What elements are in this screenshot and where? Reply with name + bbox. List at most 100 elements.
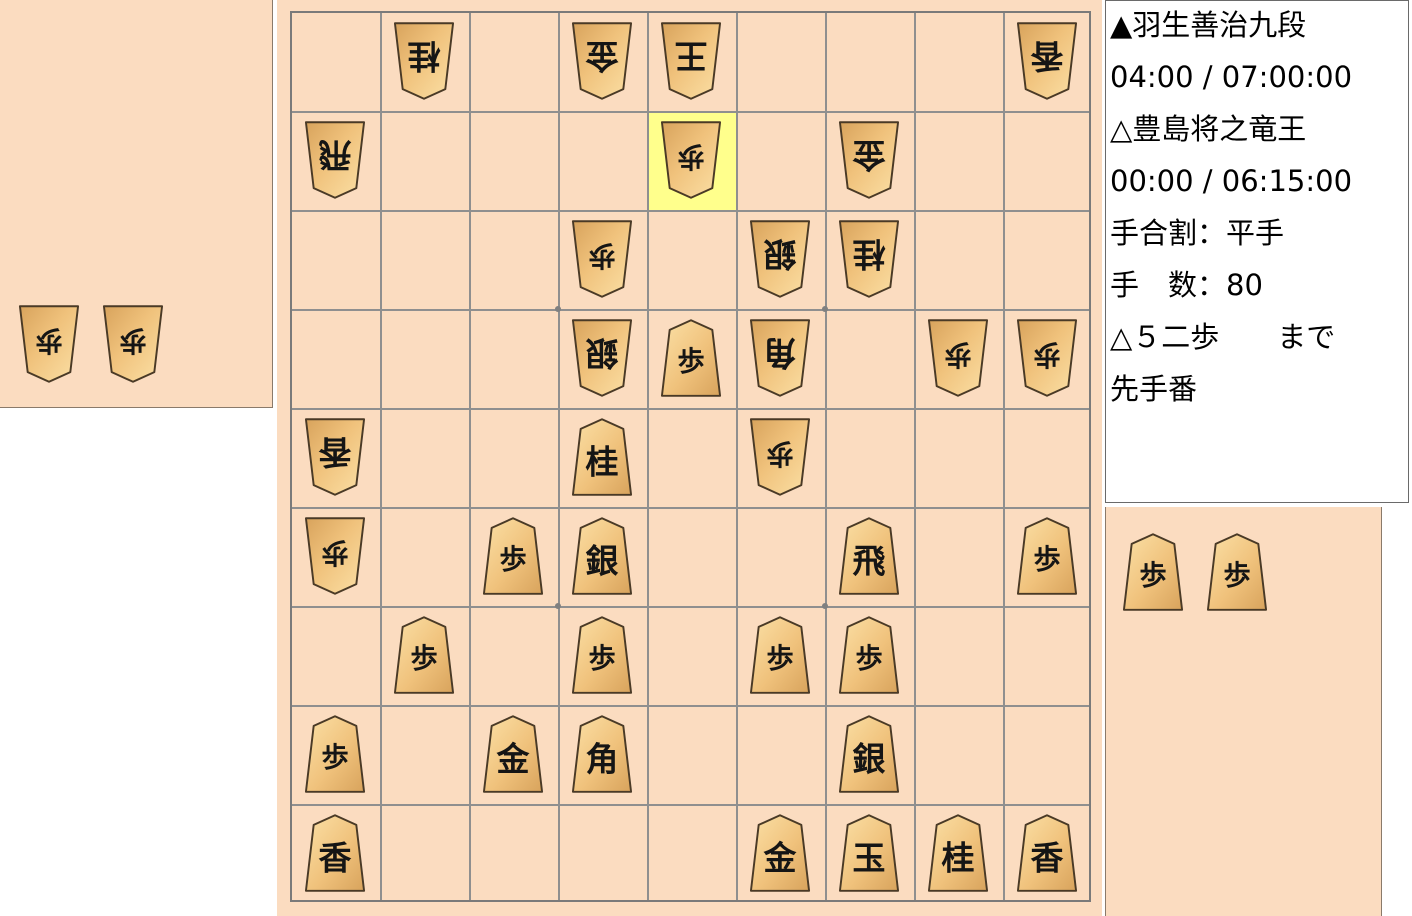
svg-text:歩: 歩 [1033,544,1060,575]
gote-player-name: △豊島将之竜王 [1110,112,1307,146]
svg-text:桂: 桂 [852,234,885,273]
svg-text:歩: 歩 [588,643,615,674]
board-line [292,507,1089,509]
svg-text:金: 金 [495,739,530,778]
board-piece-gote[interactable]: 香 [304,417,366,497]
turn-indicator: 先手番 [1110,372,1198,406]
board-line [469,13,471,900]
svg-text:香: 香 [318,432,351,471]
svg-text:歩: 歩 [1139,561,1166,592]
svg-text:飛: 飛 [318,135,351,174]
board-piece-gote[interactable]: 桂 [393,21,455,101]
board-piece-sente[interactable]: 飛 [838,516,900,596]
svg-text:飛: 飛 [852,541,885,580]
board-piece-sente[interactable]: 桂 [571,417,633,497]
board-line [825,13,827,900]
star-point [555,603,561,609]
svg-text:歩: 歩 [410,643,437,674]
svg-text:歩: 歩 [677,346,704,377]
board-line [647,13,649,900]
svg-text:香: 香 [1030,36,1063,75]
board-piece-gote[interactable]: 歩 [571,219,633,299]
board-line [292,111,1089,113]
sente-player-name: ▲羽生善治九段 [1110,8,1307,42]
svg-text:歩: 歩 [321,536,348,567]
svg-text:角: 角 [585,739,618,778]
board-piece-gote[interactable]: 金 [838,120,900,200]
board-line [292,408,1089,410]
svg-text:銀: 銀 [585,541,618,580]
board-piece-sente[interactable]: 玉 [838,813,900,893]
board-piece-sente[interactable]: 歩 [571,615,633,695]
svg-text:銀: 銀 [585,333,618,372]
board-piece-gote[interactable]: 歩 [660,120,722,200]
board-line [1003,13,1005,900]
gote-hand-piece[interactable]: 歩 [102,304,164,384]
svg-text:歩: 歩 [766,643,793,674]
gote-hand-piece[interactable]: 歩 [18,304,80,384]
board-line [558,13,560,900]
svg-text:歩: 歩 [588,239,615,270]
svg-text:歩: 歩 [677,140,704,171]
svg-text:歩: 歩 [944,338,971,369]
board-line [292,606,1089,608]
sente-hand-piece[interactable]: 歩 [1206,532,1268,612]
board-piece-sente[interactable]: 角 [571,714,633,794]
svg-text:玉: 玉 [852,838,885,877]
svg-text:歩: 歩 [499,544,526,575]
svg-text:歩: 歩 [119,324,146,355]
board-piece-sente[interactable]: 歩 [482,516,544,596]
gote-clock: 00:00 / 06:15:00 [1110,164,1353,198]
board-piece-gote[interactable]: 桂 [838,219,900,299]
board-piece-gote[interactable]: 歩 [927,318,989,398]
handicap-label: 手合割：平手 [1110,216,1285,250]
svg-text:角: 角 [763,333,796,372]
board-piece-sente[interactable]: 歩 [304,714,366,794]
svg-text:金: 金 [584,36,619,75]
svg-text:歩: 歩 [766,437,793,468]
board-piece-sente[interactable]: 桂 [927,813,989,893]
board-line [292,210,1089,212]
board-line [292,705,1089,707]
svg-text:香: 香 [318,838,351,877]
board-piece-sente[interactable]: 歩 [1016,516,1078,596]
game-info-panel: ▲羽生善治九段 04:00 / 07:00:00 △豊島将之竜王 00:00 /… [1105,0,1409,503]
board-piece-gote[interactable]: 角 [749,318,811,398]
board-piece-sente[interactable]: 銀 [571,516,633,596]
board-piece-sente[interactable]: 金 [482,714,544,794]
board-piece-gote[interactable]: 歩 [749,417,811,497]
board-piece-gote[interactable]: 銀 [571,318,633,398]
board-line [292,804,1089,806]
board-piece-gote[interactable]: 歩 [1016,318,1078,398]
svg-text:王: 王 [674,36,707,75]
board-line [380,13,382,900]
board-piece-sente[interactable]: 銀 [838,714,900,794]
sente-hand-piece[interactable]: 歩 [1122,532,1184,612]
svg-text:金: 金 [851,135,886,174]
board-piece-sente[interactable]: 歩 [393,615,455,695]
svg-text:桂: 桂 [585,442,618,481]
svg-text:歩: 歩 [855,643,882,674]
board-piece-sente[interactable]: 金 [749,813,811,893]
svg-text:香: 香 [1030,838,1063,877]
board-piece-sente[interactable]: 香 [1016,813,1078,893]
board-piece-gote[interactable]: 銀 [749,219,811,299]
board-piece-gote[interactable]: 香 [1016,21,1078,101]
star-point [822,603,828,609]
board-piece-sente[interactable]: 歩 [838,615,900,695]
move-count: 手 数：80 [1110,268,1263,302]
svg-text:歩: 歩 [321,742,348,773]
board-line [914,13,916,900]
svg-text:桂: 桂 [941,838,974,877]
board-piece-gote[interactable]: 王 [660,21,722,101]
svg-text:桂: 桂 [407,36,440,75]
board-piece-gote[interactable]: 飛 [304,120,366,200]
board-piece-gote[interactable]: 歩 [304,516,366,596]
board-piece-sente[interactable]: 歩 [749,615,811,695]
svg-text:歩: 歩 [1223,561,1250,592]
svg-text:銀: 銀 [763,234,796,273]
board-piece-sente[interactable]: 歩 [660,318,722,398]
board-piece-gote[interactable]: 金 [571,21,633,101]
board-line [736,13,738,900]
board-piece-sente[interactable]: 香 [304,813,366,893]
